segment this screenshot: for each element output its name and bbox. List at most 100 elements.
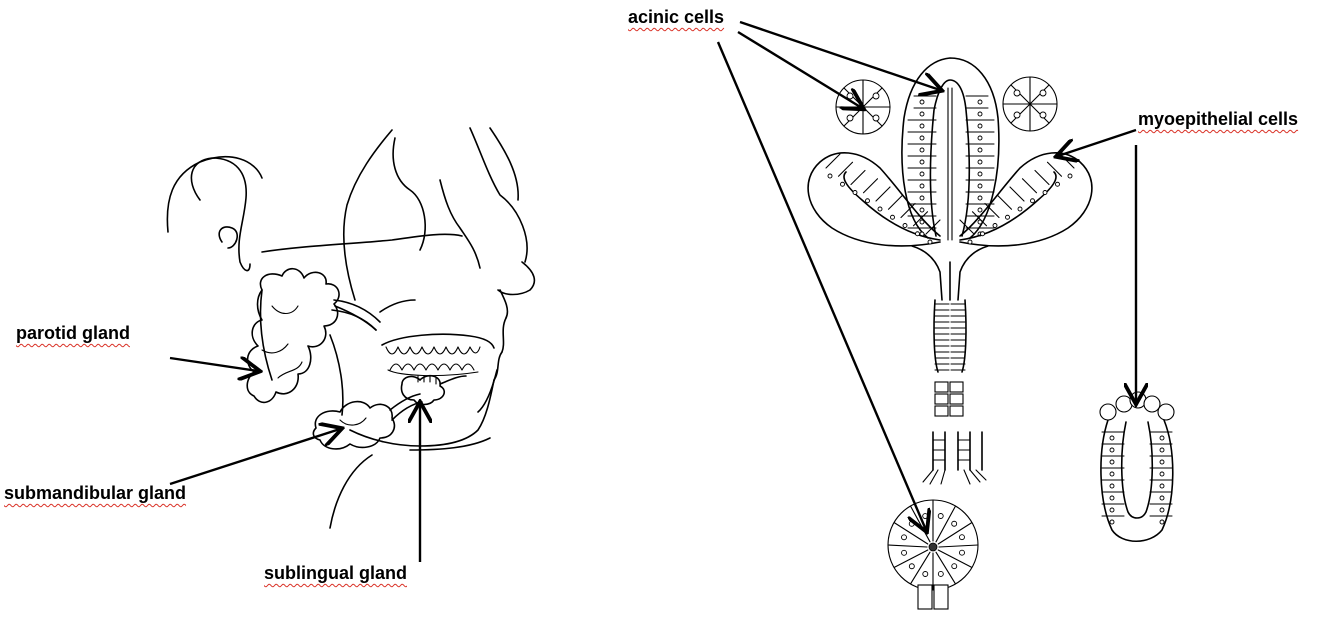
cell-detail — [1017, 206, 1023, 212]
cell-detail — [1109, 519, 1115, 525]
cell-detail — [1109, 447, 1115, 453]
cell-detail — [912, 211, 929, 227]
parotid-gland-label: parotid gland — [16, 323, 130, 343]
cell-detail — [977, 99, 983, 105]
cell-detail — [1067, 173, 1073, 179]
intercalated-duct — [911, 245, 989, 373]
cell-detail — [919, 135, 925, 141]
cell-detail — [919, 159, 925, 165]
cell-detail — [922, 513, 929, 519]
cell-detail — [977, 159, 983, 165]
cell-detail — [937, 571, 944, 577]
duct-segment-middle — [934, 381, 964, 417]
cell-detail — [1159, 483, 1165, 489]
cell-detail — [951, 563, 958, 570]
cell-detail — [937, 513, 944, 519]
left-acinus — [807, 152, 941, 247]
cell-detail — [850, 169, 866, 186]
cell-detail — [901, 534, 907, 541]
cell-detail — [977, 195, 983, 201]
cell-detail — [935, 505, 957, 543]
cell-detail — [919, 147, 925, 153]
lower-teeth — [387, 363, 479, 377]
striated-duct-segment — [922, 431, 987, 485]
cell-detail — [1159, 459, 1165, 465]
cell-detail — [1159, 471, 1165, 477]
cell-detail — [908, 520, 915, 527]
cell-detail — [900, 202, 916, 219]
acinic-arrow-3 — [716, 41, 926, 530]
submandibular-gland-shape — [312, 393, 423, 450]
cell-detail — [919, 99, 925, 105]
cell-detail — [1055, 181, 1060, 187]
cell-detail — [877, 206, 883, 212]
cell-detail — [996, 194, 1013, 210]
parotid-gland-shape — [246, 267, 381, 404]
cell-detail — [984, 202, 1000, 219]
cell-detail — [919, 219, 925, 225]
acinus-cross-section — [887, 499, 979, 610]
cell-detail — [1021, 178, 1038, 194]
arrows — [169, 20, 1136, 562]
cell-detail — [977, 123, 983, 129]
cell-detail — [1109, 459, 1115, 465]
cell-detail — [951, 520, 958, 527]
cell-detail — [1109, 435, 1115, 441]
cell-detail — [902, 223, 908, 228]
acinic-arrow-2 — [737, 30, 862, 108]
cell-detail — [959, 534, 965, 541]
cell-detail — [1159, 447, 1165, 453]
cell-detail — [935, 551, 957, 585]
cell-detail — [967, 239, 973, 245]
cell-detail — [937, 521, 973, 545]
parotid-arrow — [169, 358, 258, 371]
cell-detail — [1109, 483, 1115, 489]
cell-detail — [875, 186, 891, 202]
cell-detail — [901, 549, 907, 556]
cell-detail — [893, 549, 929, 569]
acinic-arrow-1 — [739, 20, 940, 90]
cell-detail — [827, 173, 833, 179]
cell-detail — [938, 544, 979, 548]
cell-detail — [1042, 190, 1048, 195]
cell-detail — [977, 147, 983, 153]
cell-detail — [1034, 169, 1050, 186]
cell-detail — [1159, 435, 1165, 441]
cell-detail — [1159, 507, 1165, 513]
submandibular-arrow — [169, 429, 340, 486]
cell-detail — [1109, 495, 1115, 501]
central-acinus — [901, 57, 1000, 241]
cell-detail — [980, 231, 985, 237]
cell-detail — [919, 183, 925, 189]
cell-detail — [919, 123, 925, 129]
cell-detail — [837, 161, 854, 177]
cell-detail — [959, 549, 965, 556]
head-illustration — [166, 127, 536, 529]
cell-detail — [1159, 495, 1165, 501]
cell-detail — [1109, 471, 1115, 477]
cell-detail — [915, 231, 920, 237]
cell-detail — [825, 153, 841, 169]
small-acinus-left — [835, 79, 891, 135]
cell-detail — [992, 223, 998, 228]
cell-detail — [937, 549, 973, 569]
cell-detail — [865, 198, 870, 204]
cell-detail — [977, 135, 983, 141]
cell-detail — [919, 171, 925, 177]
cell-detail — [1046, 161, 1063, 177]
cell-detail — [887, 544, 928, 548]
cell-detail — [977, 111, 983, 117]
cell-detail — [977, 171, 983, 177]
cell-detail — [1159, 519, 1165, 525]
cell-detail — [852, 190, 858, 195]
cell-detail — [840, 181, 845, 187]
cell-detail — [919, 111, 925, 117]
sublingual-gland-label: sublingual gland — [264, 563, 407, 583]
cell-detail — [1030, 198, 1035, 204]
cell-detail — [862, 178, 879, 194]
sublingual-gland-shape — [400, 374, 467, 406]
acinic-cells-label: acinic cells — [628, 7, 725, 27]
myoepithelial-cells-label: myoepithelial cells — [1138, 109, 1299, 129]
cell-detail — [922, 571, 929, 577]
